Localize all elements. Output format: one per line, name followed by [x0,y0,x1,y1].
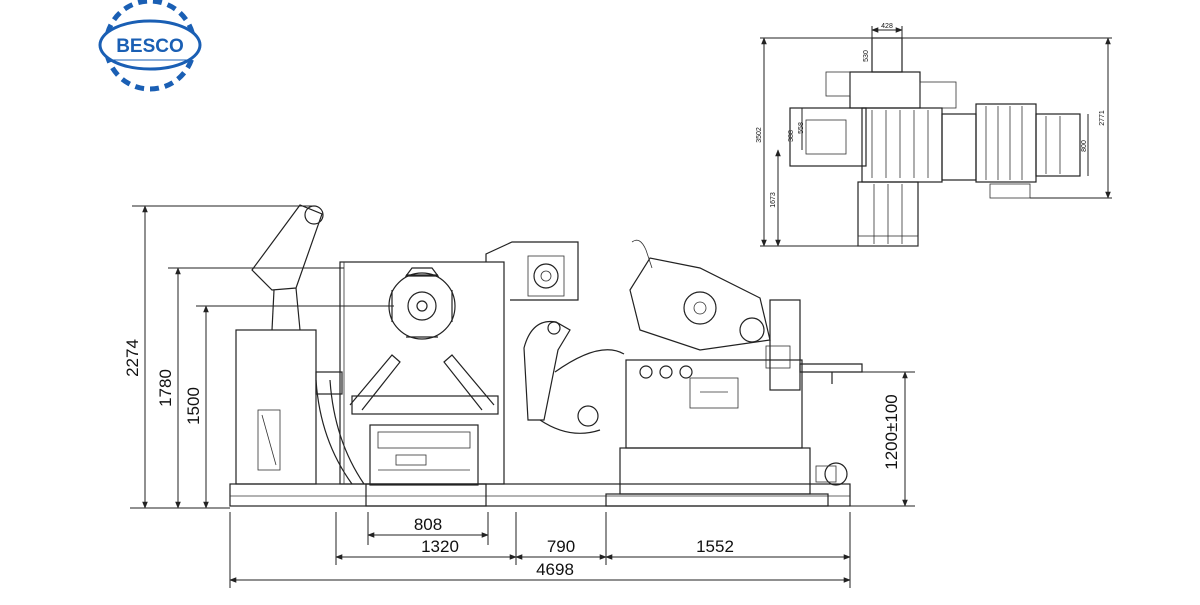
top-dim-530: 530 [863,50,870,62]
top-dim-3502: 3502 [756,127,763,143]
top-dim-800: 800 [1081,140,1088,152]
svg-text:800: 800 [1081,140,1088,152]
bottom-dim-790: 790 [547,537,575,556]
logo-text: BESCO [116,36,184,57]
svg-text:1500: 1500 [184,387,203,425]
height-dim-1780: 1780 [156,369,175,407]
bottom-dim-1552: 1552 [696,537,734,556]
side-view-machine [229,204,863,507]
gear-icon [98,0,202,92]
top-dim-2771: 2771 [1099,110,1106,126]
svg-text:2274: 2274 [123,339,142,377]
top-dim-428: 428 [881,23,893,30]
top-dim-1673: 1673 [770,192,777,208]
height-dim-1500: 1500 [184,387,203,425]
top-dim-388: 388 [788,130,795,142]
svg-text:1200±100: 1200±100 [882,394,901,470]
height-dim-2274: 2274 [123,339,142,377]
svg-text:1673: 1673 [770,192,777,208]
top-view-machine [789,37,1081,247]
besco-logo: BESCO [98,0,202,92]
svg-text:388: 388 [788,130,795,142]
svg-text:558: 558 [798,122,805,134]
svg-text:3502: 3502 [756,127,763,143]
bottom-dim-1320: 1320 [421,537,459,556]
bottom-dim-808: 808 [414,515,442,534]
svg-text:1320: 1320 [421,537,459,556]
svg-text:4698: 4698 [536,560,574,579]
svg-text:808: 808 [414,515,442,534]
svg-text:428: 428 [881,23,893,30]
svg-text:2771: 2771 [1099,110,1106,126]
top-dim-558: 558 [798,122,805,134]
side-view-dimensions: 2274 1780 1500 1200±100 808 1320 79 [123,205,915,588]
svg-text:1780: 1780 [156,369,175,407]
right-dim-1200: 1200±100 [882,394,901,470]
svg-text:1552: 1552 [696,537,734,556]
bottom-dim-4698: 4698 [536,560,574,579]
svg-text:790: 790 [547,537,575,556]
top-view-dimensions: 3502 1673 558 388 428 530 800 [756,23,1112,247]
svg-text:530: 530 [863,50,870,62]
